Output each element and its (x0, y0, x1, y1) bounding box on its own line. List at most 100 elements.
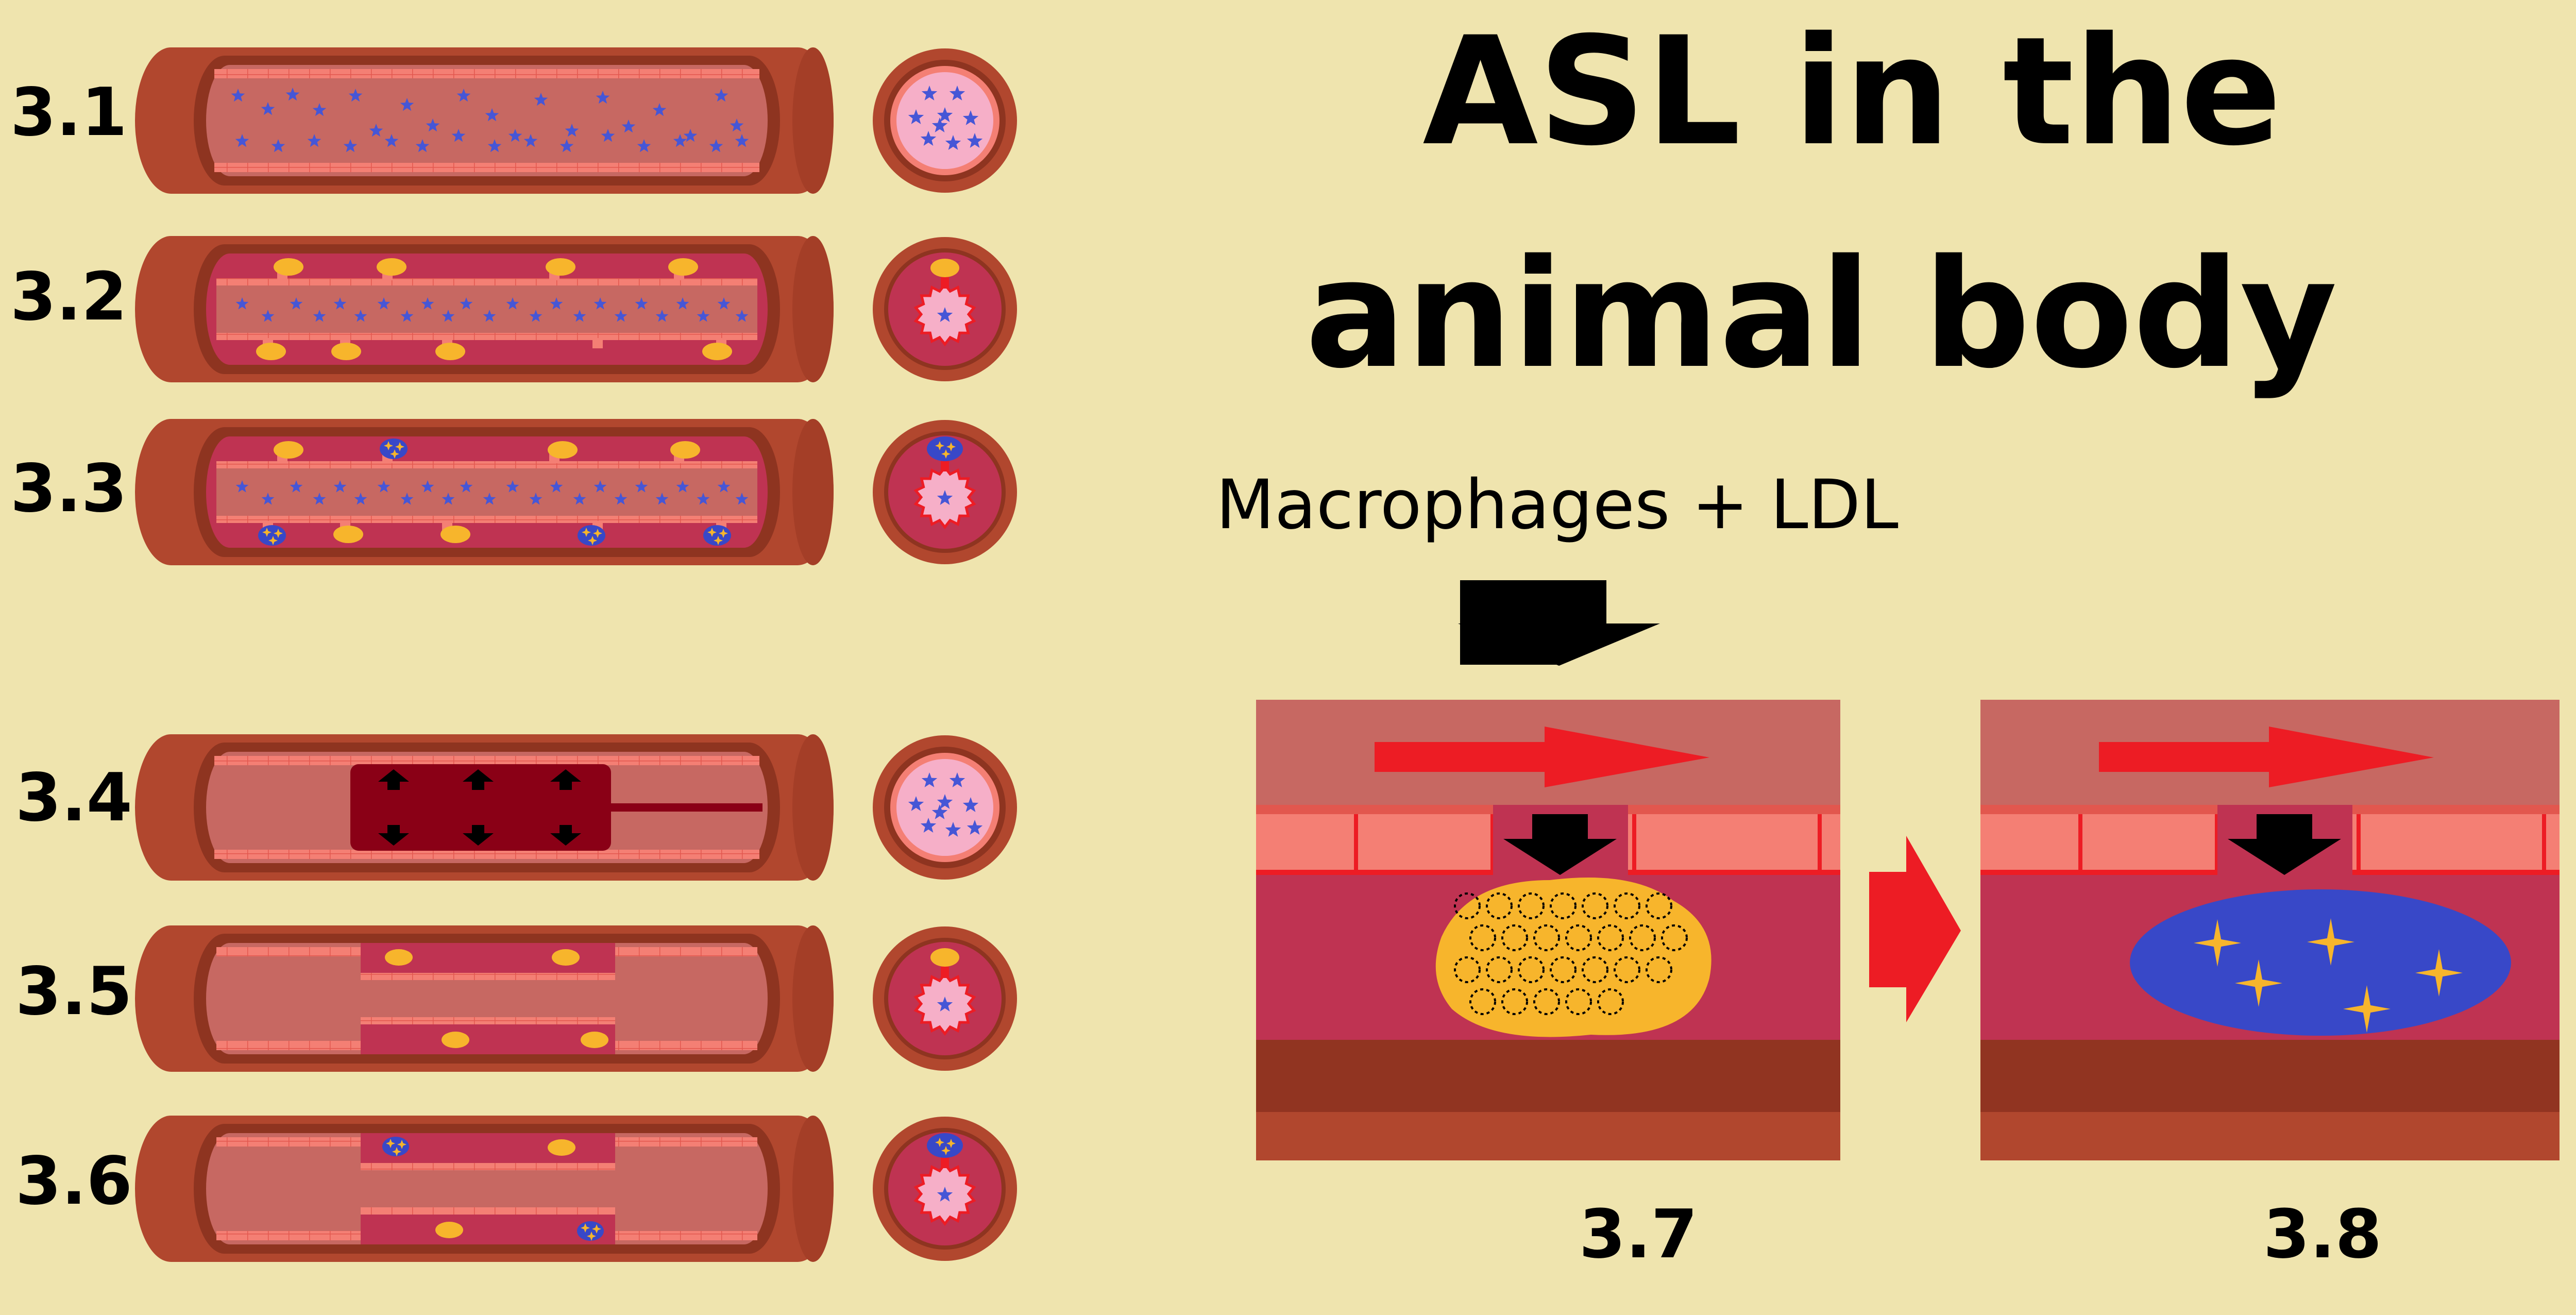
ldl-star (261, 493, 275, 505)
ldl-star (506, 480, 519, 493)
narrow-lumen (361, 1169, 615, 1208)
ldl-star (945, 135, 961, 150)
pressure-arrow (463, 825, 494, 846)
pressure-arrow (463, 769, 494, 790)
ldl-star (285, 88, 300, 101)
macrophage (331, 343, 361, 360)
ldl-star (290, 297, 303, 310)
thrombus (350, 764, 611, 851)
narrow-lumen (361, 979, 615, 1018)
ldl-star (730, 119, 744, 132)
foam-cell-spot (941, 449, 951, 459)
plaque-diagram-3-8 (1980, 700, 2560, 1160)
ldl-star (369, 124, 383, 137)
ldl-star (400, 310, 414, 322)
foam-cell (380, 439, 408, 459)
foam-cell-spot (268, 536, 278, 545)
ldl-star (235, 480, 249, 493)
cross-sections (873, 48, 1017, 1261)
foam-cell-outline (1533, 924, 1560, 951)
ldl-star (962, 110, 979, 125)
vessel-6 (135, 1116, 834, 1262)
ldl-star (333, 480, 347, 493)
ldl-star (483, 493, 496, 505)
pressure-arrow (378, 825, 409, 846)
ldl-star (717, 297, 731, 310)
intima-bottom (216, 516, 757, 523)
ldl-star (949, 86, 965, 100)
foam-cell (927, 1133, 963, 1158)
ldl-star (621, 120, 636, 133)
ldl-star (962, 797, 979, 812)
ldl-star (655, 310, 669, 322)
panel-label-3-5: 3.5 (15, 953, 132, 1030)
cross-section-3 (873, 420, 1017, 564)
foam-cell-spot (935, 1138, 944, 1147)
cross-section-6 (873, 1117, 1017, 1261)
cross-section-4 (873, 735, 1017, 880)
ldl-star (348, 89, 363, 102)
macrophage (256, 343, 286, 360)
foam-cell (927, 436, 963, 461)
ldl-star (908, 796, 924, 811)
crystal (2194, 919, 2241, 967)
cell-boundary (1490, 814, 1495, 875)
macrophage (274, 258, 303, 276)
ldl-star (601, 129, 615, 142)
foam-cell-spot (274, 529, 283, 538)
macrophage (274, 441, 303, 459)
ldl-star (652, 103, 667, 116)
foam-cell-spot (593, 529, 602, 538)
vessel-end-cap (792, 419, 834, 565)
ldl-star (967, 133, 983, 148)
ldl-star (421, 297, 434, 310)
ldl-star (400, 98, 414, 111)
ldl-star (235, 134, 249, 147)
intima-bottom (214, 163, 759, 172)
ldl-star (921, 772, 938, 787)
ldl-star (697, 310, 710, 322)
foam-cell-spot (262, 528, 272, 537)
foam-cell-outline (1501, 924, 1528, 951)
vessel-end-cap (792, 1116, 834, 1262)
macrophage (333, 526, 363, 543)
ldl-star (261, 310, 275, 322)
ldl-star (908, 109, 924, 124)
ldl-star (683, 129, 698, 142)
ldl-star (921, 86, 938, 100)
ldl-star (506, 297, 519, 310)
ldl-star (460, 480, 473, 493)
cross-junction (941, 967, 949, 978)
cell-boundary (2357, 814, 2361, 875)
foam-cell-outline (1597, 988, 1624, 1015)
ldl-star (945, 822, 961, 837)
macrophage (581, 1032, 608, 1048)
vessel-1 (135, 47, 834, 194)
ldl-star (676, 480, 689, 493)
ldl-star (635, 297, 648, 310)
ldl-star (354, 493, 367, 505)
down-arrow-head (1458, 623, 1660, 666)
cell-boundary (2542, 814, 2546, 875)
ldl-star (333, 297, 347, 310)
macrophage (385, 949, 413, 966)
figure-label-3-7: 3.7 (1579, 1195, 1698, 1273)
ldl-star (697, 493, 710, 505)
figure-label-3-8: 3.8 (2263, 1195, 2382, 1273)
intima-top (361, 1163, 615, 1170)
title-line-2: animal body (1305, 228, 2337, 401)
cross-macrophage (930, 259, 959, 277)
ldl-star (485, 108, 499, 122)
ldl-star (637, 139, 651, 153)
foam-cell-outline (1629, 924, 1656, 951)
crystal (2307, 918, 2354, 966)
foam-cell-spot (582, 528, 591, 537)
ldl-star (307, 134, 321, 147)
foam-cell-spot (714, 536, 723, 545)
cross-lumen (896, 759, 993, 856)
intima-top (361, 973, 615, 980)
pressure-arrow (378, 769, 409, 790)
foam-cell-spot (588, 536, 597, 545)
foam-cell-outline (1518, 956, 1545, 983)
vessel-4 (135, 734, 834, 881)
